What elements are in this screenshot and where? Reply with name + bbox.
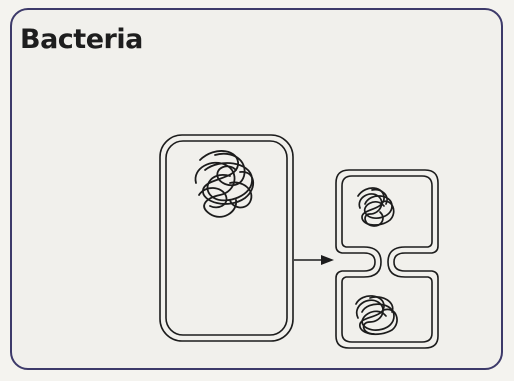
- daughter-dna-tangle-bottom: [356, 296, 397, 334]
- division-arrow: [294, 255, 334, 265]
- parent-dna-tangle: [195, 151, 253, 217]
- daughter-dna-tangle-top: [358, 188, 394, 226]
- parent-cell-inner-wall: [166, 141, 287, 335]
